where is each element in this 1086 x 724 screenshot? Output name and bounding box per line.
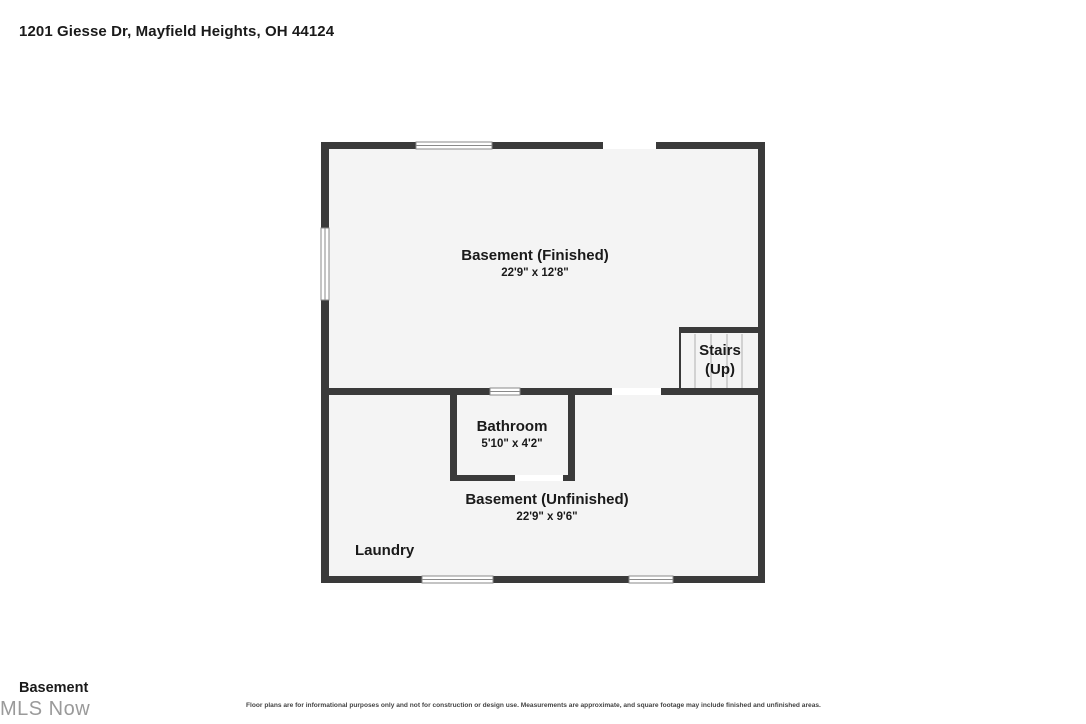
stairs-enclosure <box>679 327 761 390</box>
label-basement-finished: Basement (Finished) <box>461 247 609 264</box>
opening-top-right <box>603 142 656 149</box>
disclaimer-text: Floor plans are for informational purpos… <box>246 702 821 709</box>
windows <box>320 141 674 584</box>
label-laundry: Laundry <box>355 542 415 559</box>
floor-label: Basement <box>19 680 89 696</box>
label-stairs: Stairs <box>699 342 741 359</box>
bathroom-walls <box>450 392 575 481</box>
opening-middle <box>612 388 661 395</box>
dims-basement-unfinished: 22'9" x 9'6" <box>516 511 577 523</box>
floor-basement-unfinished <box>325 392 762 579</box>
property-address: 1201 Giesse Dr, Mayfield Heights, OH 441… <box>19 23 335 40</box>
dims-basement-finished: 22'9" x 12'8" <box>501 267 569 279</box>
label-stairs-up: (Up) <box>705 361 735 378</box>
brand-watermark: MLS Now <box>0 698 91 720</box>
door-openings <box>515 142 661 481</box>
stair-treads <box>694 334 743 388</box>
floor-basement-finished <box>325 145 762 392</box>
label-basement-unfinished: Basement (Unfinished) <box>465 491 628 508</box>
label-bathroom: Bathroom <box>477 418 548 435</box>
interior-wall-middle <box>321 388 765 395</box>
dims-bathroom: 5'10" x 4'2" <box>481 438 542 450</box>
opening-bathroom <box>515 475 563 481</box>
outer-walls <box>321 142 765 583</box>
